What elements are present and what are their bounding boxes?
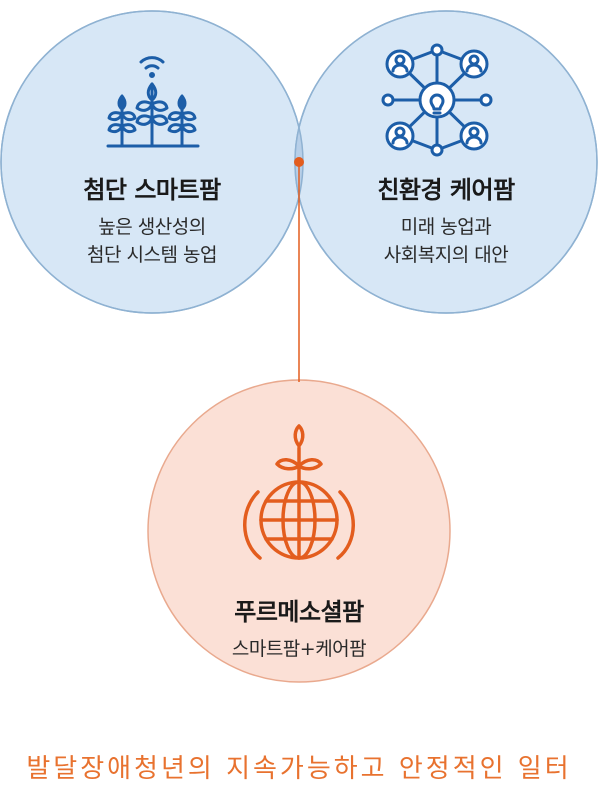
left-circle-text: 첨단 스마트팜 높은 생산성의 첨단 시스템 농업 xyxy=(32,170,272,269)
left-circle-desc: 높은 생산성의 첨단 시스템 농업 xyxy=(32,213,272,269)
tagline: 발달장애청년의 지속가능하고 안정적인 일터 xyxy=(26,754,572,784)
right-circle-text: 친환경 케어팜 미래 농업과 사회복지의 대안 xyxy=(326,170,566,269)
left-circle-desc-line2: 첨단 시스템 농업 xyxy=(87,244,217,266)
network-people-lightbulb-icon xyxy=(381,43,493,157)
globe-sprout-icon xyxy=(243,424,355,560)
right-circle-desc-line2: 사회복지의 대안 xyxy=(383,244,509,266)
right-circle-desc: 미래 농업과 사회복지의 대안 xyxy=(326,213,566,269)
smart-farm-wheat-wifi-icon xyxy=(106,56,200,148)
left-circle-title: 첨단 스마트팜 xyxy=(83,176,221,204)
bottom-circle-title: 푸르메소셜팜 xyxy=(234,598,364,626)
right-circle-desc-line1: 미래 농업과 xyxy=(400,216,492,238)
bottom-circle-desc-line1: 스마트팜+케어팜 xyxy=(231,638,367,660)
bottom-circle-text: 푸르메소셜팜 스마트팜+케어팜 xyxy=(179,592,419,663)
right-circle-title: 친환경 케어팜 xyxy=(377,176,515,204)
connector-dot xyxy=(294,157,304,167)
left-circle-desc-line1: 높은 생산성의 xyxy=(98,216,206,238)
bottom-circle-desc: 스마트팜+케어팜 xyxy=(179,635,419,663)
